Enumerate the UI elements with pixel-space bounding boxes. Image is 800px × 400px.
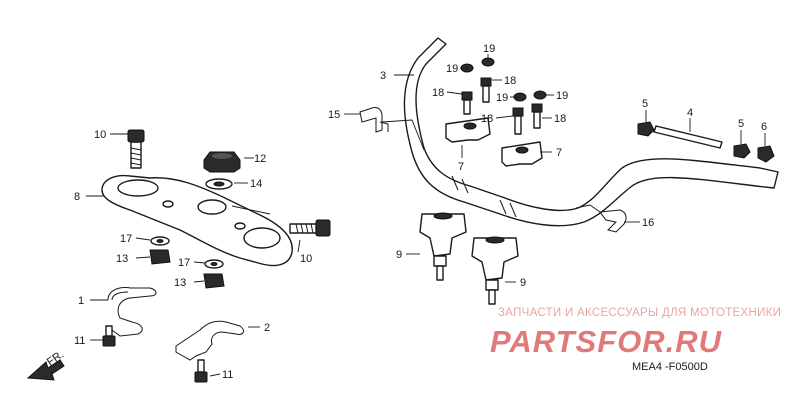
clamp-16: [599, 209, 627, 233]
callout-5-left: 5: [642, 98, 648, 110]
bolt-10-right: [289, 219, 331, 237]
watermark-tagline: ЗАПЧАСТИ И АКСЕССУАРЫ ДЛЯ МОТОТЕХНИКИ: [498, 307, 781, 319]
washer-14: [205, 178, 233, 190]
front-arrow: FR.: [26, 348, 66, 381]
wire-bracket-2: [175, 320, 244, 361]
callout-11-lower: 11: [222, 369, 233, 381]
clamp-15: [359, 107, 389, 133]
cap-19-d: [533, 90, 547, 100]
handlebar: [403, 37, 779, 227]
callout-3: 3: [380, 70, 386, 82]
callout-16: 16: [642, 217, 654, 229]
callout-19-d: 19: [556, 90, 568, 102]
holder-upper-7-right: [501, 141, 543, 167]
callout-labels: 10 8 12 14 17 13 17 13 10 1 11 2 11 3 15…: [74, 43, 767, 381]
bolt-18-c: [512, 107, 524, 135]
bolt-10-upper: [127, 129, 145, 169]
nut-12: [203, 151, 241, 173]
cap-19-b: [481, 57, 495, 67]
callout-18-b: 18: [504, 75, 516, 87]
callout-13-right: 13: [174, 277, 186, 289]
callout-19-a: 19: [446, 63, 458, 75]
callout-4: 4: [687, 107, 693, 119]
callout-12: 12: [254, 153, 266, 165]
holder-lower-9-left: [419, 212, 467, 281]
callout-13-left: 13: [116, 253, 128, 265]
callout-7-left: 7: [458, 161, 464, 173]
callout-17-right: 17: [178, 257, 190, 269]
bolt-18-d: [531, 103, 543, 129]
callout-6: 6: [761, 121, 767, 133]
watermark-brand: PARTSFOR.RU: [490, 324, 723, 359]
washer-17-right: [204, 259, 224, 269]
callout-2: 2: [264, 322, 270, 334]
holder-lower-9-right: [471, 236, 519, 305]
callout-14: 14: [250, 178, 262, 190]
callout-10-upper: 10: [94, 129, 106, 141]
leader-lines: [86, 54, 766, 377]
callout-9-right: 9: [520, 277, 526, 289]
diagram-code: MEA4 -F0500D: [632, 361, 708, 373]
clip-6: [757, 145, 775, 163]
callout-1: 1: [78, 295, 84, 307]
rod-4: [653, 125, 723, 149]
watermark: ЗАПЧАСТИ И АКСЕССУАРЫ ДЛЯ МОТОТЕХНИКИ PA…: [490, 307, 781, 359]
bolt-18-b: [480, 77, 492, 103]
bolt-18-a: [461, 91, 473, 115]
bolt-11-left: [102, 325, 116, 347]
callout-11-left: 11: [74, 335, 85, 347]
callout-19-b: 19: [483, 43, 495, 55]
nut-5-left: [637, 121, 655, 137]
callout-15: 15: [328, 109, 340, 121]
callout-17-left: 17: [120, 233, 132, 245]
callout-18-a: 18: [432, 87, 444, 99]
callout-7-right: 7: [556, 147, 562, 159]
holder-upper-7-left: [445, 117, 491, 143]
callout-9-left: 9: [396, 249, 402, 261]
callout-18-c: 18: [481, 113, 493, 125]
wire-bracket-1: [107, 287, 157, 337]
nut-5-right: [733, 143, 751, 159]
callout-19-c: 19: [496, 92, 508, 104]
callout-18-d: 18: [554, 113, 566, 125]
washer-17-left: [150, 236, 170, 246]
bolt-11-lower: [194, 359, 208, 383]
callout-8: 8: [74, 191, 80, 203]
nut-13-right: [203, 273, 225, 289]
callout-10-right: 10: [300, 253, 312, 265]
callout-5-right: 5: [738, 118, 744, 130]
top-bridge: [101, 174, 293, 267]
nut-13-left: [149, 249, 171, 265]
